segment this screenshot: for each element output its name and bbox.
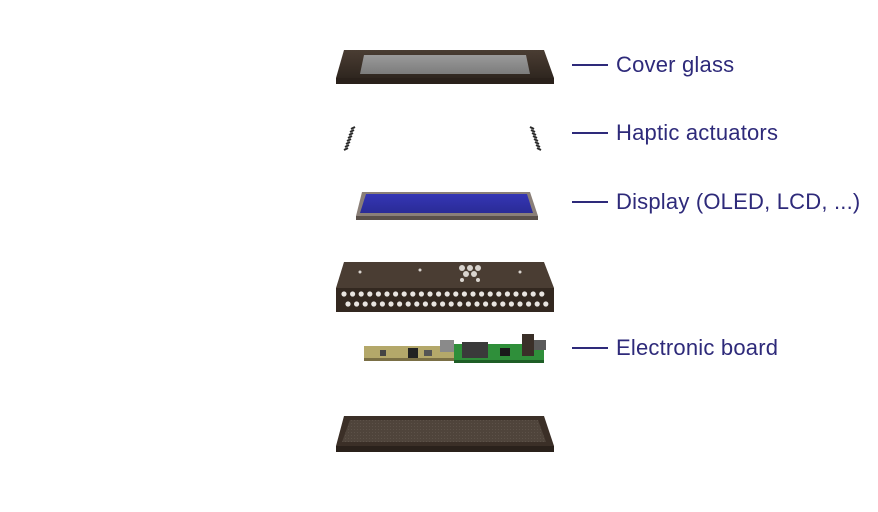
vent-hole [418, 291, 424, 297]
label-cover-glass: Cover glass [616, 52, 735, 77]
callout-cover-glass: Cover glass [572, 50, 734, 80]
label-electronic-board: Electronic board [616, 335, 779, 360]
vent-hole [513, 291, 519, 297]
vent-hole [367, 291, 373, 297]
vent-hole [483, 301, 489, 307]
vent-hole [388, 301, 394, 307]
vent-hole [496, 291, 502, 297]
vent-hole [401, 291, 407, 297]
vent-hole [440, 301, 446, 307]
vent-hole [410, 291, 416, 297]
vent-hole [539, 291, 545, 297]
vent-hole [465, 301, 471, 307]
vent-hole [470, 291, 476, 297]
vent-hole [474, 301, 480, 307]
vent-hole [530, 291, 536, 297]
vent-hole [414, 301, 420, 307]
vent-hole [427, 291, 433, 297]
vent-hole [479, 291, 485, 297]
vent-hole [362, 301, 368, 307]
leader-line [572, 347, 608, 349]
vent-hole [393, 291, 399, 297]
vent-hole [431, 301, 437, 307]
vent-hole [345, 301, 351, 307]
vent-hole [543, 301, 549, 307]
electronic-board-layer [364, 334, 546, 363]
haptic-actuators-layer [343, 126, 542, 151]
leader-line [572, 201, 608, 203]
vent-hole [350, 291, 356, 297]
vent-hole [491, 301, 497, 307]
vent-hole [358, 291, 364, 297]
display-layer [356, 192, 538, 220]
vent-hole [453, 291, 459, 297]
callout-display: Display (OLED, LCD, ...) [572, 187, 860, 217]
vent-hole [487, 291, 493, 297]
haptic-actuator-left [343, 126, 356, 151]
vent-hole [397, 301, 403, 307]
leader-line [572, 132, 608, 134]
vent-hole [457, 301, 463, 307]
bottom-cover-layer [336, 416, 554, 452]
vent-hole [436, 291, 442, 297]
vent-hole [422, 301, 428, 307]
label-haptic-actuators: Haptic actuators [616, 120, 779, 145]
callout-haptic-actuators: Haptic actuators [572, 118, 778, 148]
vent-hole [517, 301, 523, 307]
vent-hole [405, 301, 411, 307]
cover-glass-layer [336, 50, 554, 84]
leader-line [572, 64, 608, 66]
vent-hole [384, 291, 390, 297]
vent-hole [508, 301, 514, 307]
label-display: Display (OLED, LCD, ...) [616, 189, 861, 214]
vent-hole [500, 301, 506, 307]
callout-electronic-board: Electronic board [572, 333, 778, 363]
haptic-actuator-right [529, 126, 542, 151]
vent-hole [461, 291, 467, 297]
vent-hole [534, 301, 540, 307]
vent-hole [448, 301, 454, 307]
vent-hole [379, 301, 385, 307]
housing-top-holes [358, 265, 522, 282]
vent-hole [444, 291, 450, 297]
vent-hole [341, 291, 347, 297]
housing-vent-holes [341, 291, 549, 307]
vent-hole [375, 291, 381, 297]
vent-hole [354, 301, 360, 307]
vent-hole [522, 291, 528, 297]
vent-hole [526, 301, 532, 307]
housing-layer [336, 262, 554, 312]
vent-hole [504, 291, 510, 297]
vent-hole [371, 301, 377, 307]
